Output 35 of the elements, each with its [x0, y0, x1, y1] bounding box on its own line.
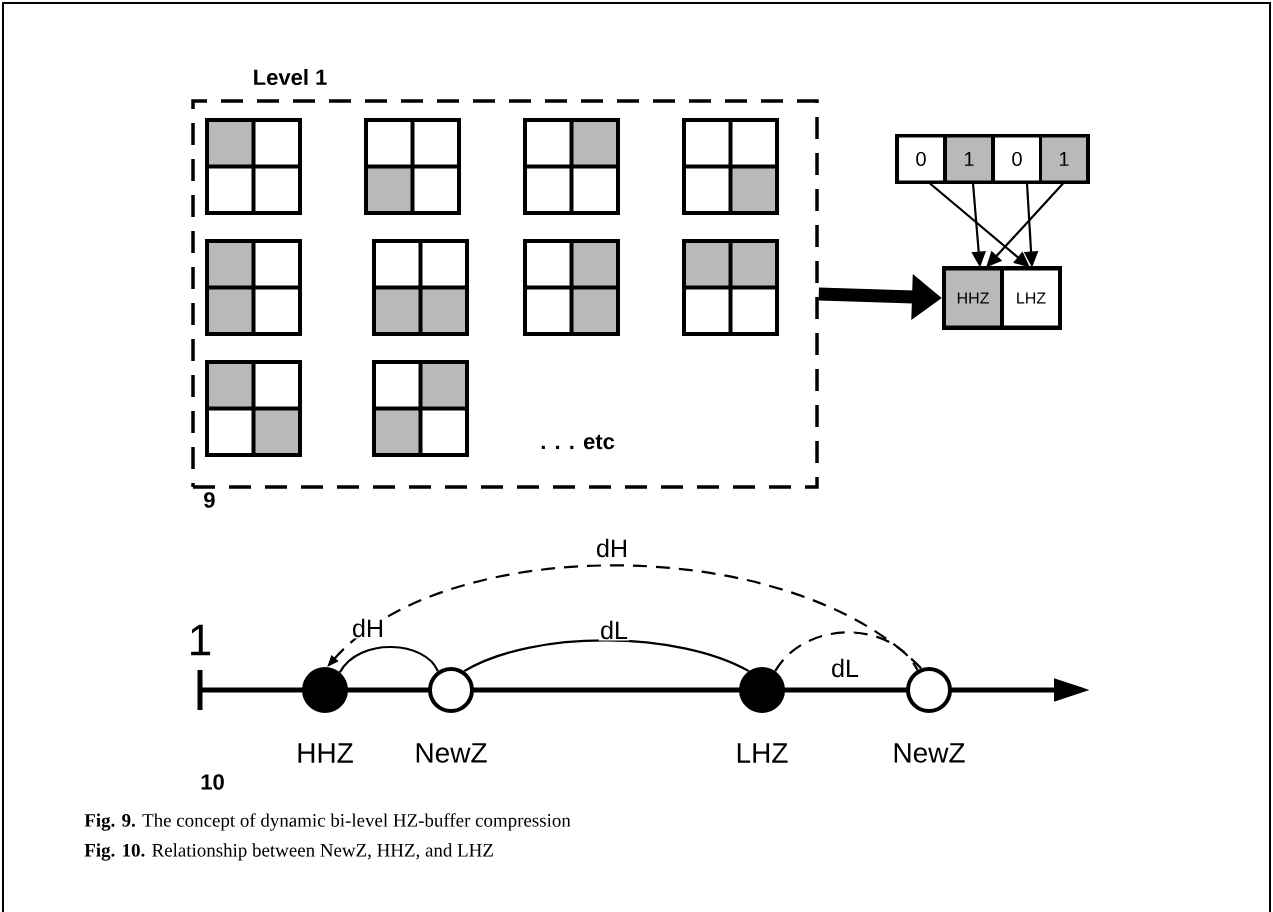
buffer-pair — [942, 266, 1062, 330]
point-label: LHZ — [737, 743, 788, 763]
caption-line: Fig. 9. The concept of dynamic bi-level HZ-buffer compression — [84, 813, 571, 831]
connector-arc — [774, 631, 919, 672]
quad-grid — [680, 116, 781, 217]
bit-cell: 0 — [992, 134, 1042, 184]
quad-grid — [680, 237, 781, 338]
caption-line: Fig. 10. Relationship between NewZ, HHZ, and LHZ — [84, 843, 493, 861]
bit-cell: 1 — [944, 134, 994, 184]
buffer-cell: HHZ — [943, 267, 1003, 329]
bit-cell: 1 — [1039, 134, 1089, 184]
connector-arc — [338, 646, 439, 673]
frame-title: Level 1 — [254, 68, 327, 86]
ellipsis-note: . . . etc — [541, 434, 615, 450]
axis-label: 1 — [191, 624, 211, 656]
edge-label: dH — [594, 537, 630, 559]
quad-grid — [521, 116, 622, 217]
quad-grid — [370, 237, 471, 338]
edge-label: dH — [350, 617, 386, 639]
quad-grid — [203, 237, 304, 338]
point-label: HHZ — [298, 743, 353, 763]
figure-number: 9 — [204, 492, 215, 508]
quad-grid — [370, 358, 471, 459]
connector-arc — [463, 639, 750, 673]
point-label: NewZ — [416, 743, 487, 763]
figure-number: 10 — [201, 774, 224, 790]
edge-label: dL — [829, 657, 861, 679]
point-label: NewZ — [894, 743, 965, 763]
edge-label: dL — [598, 619, 630, 641]
quad-grid — [521, 237, 622, 338]
buffer-cell: LHZ — [1001, 267, 1061, 329]
quad-grid — [203, 116, 304, 217]
quad-grid — [203, 358, 304, 459]
bit-cell: 0 — [896, 134, 946, 184]
quad-grid — [362, 116, 463, 217]
